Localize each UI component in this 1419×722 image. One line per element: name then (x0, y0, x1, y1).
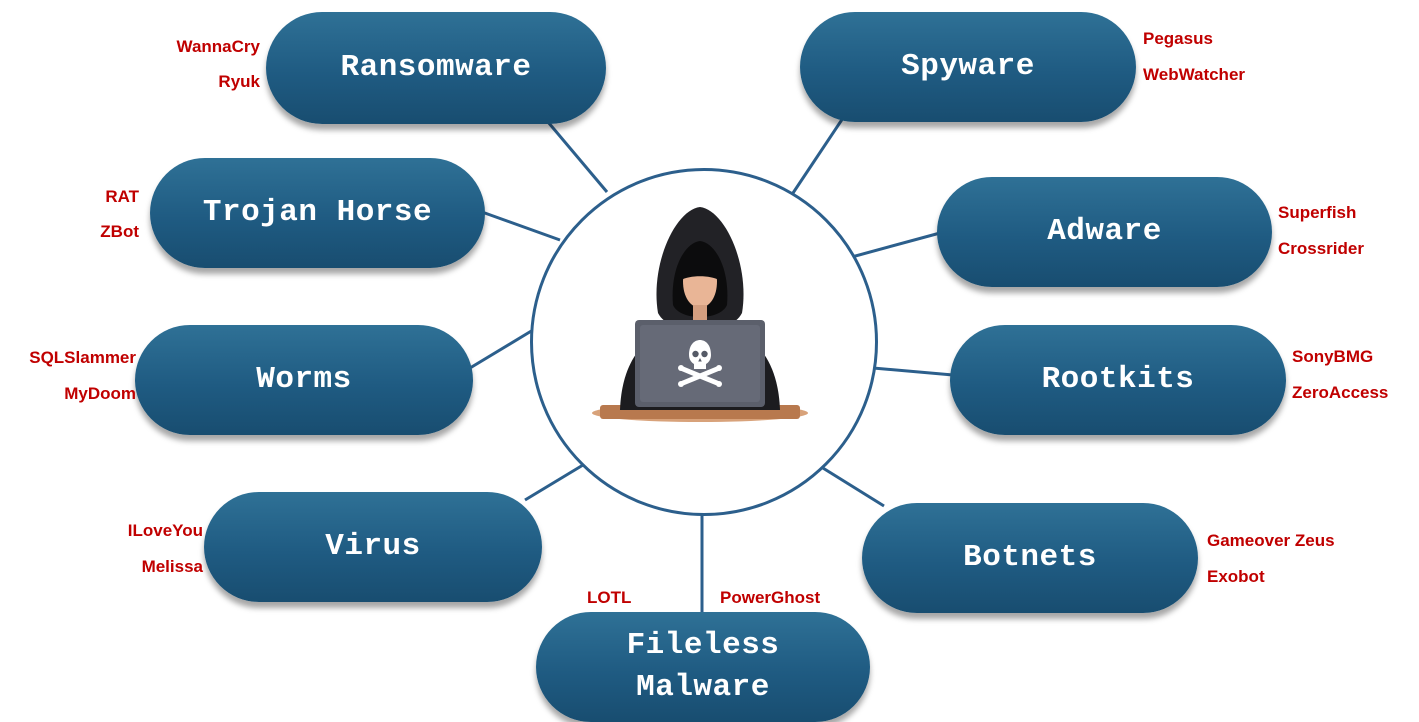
example-rat: RAT (105, 187, 139, 206)
node-label-worms: Worms (256, 362, 352, 398)
connector-trojan (481, 210, 561, 242)
node-ransomware: Ransomware (266, 12, 606, 124)
node-label-spyware: Spyware (901, 49, 1035, 85)
example-sqlslammer: SQLSlammer (29, 348, 136, 367)
node-label-adware: Adware (1047, 214, 1162, 250)
node-worms: Worms (135, 325, 473, 435)
example-melissa: Melissa (141, 557, 203, 576)
node-label-rootkits: Rootkits (1041, 362, 1195, 398)
node-label-ransomware: Ransomware (340, 50, 532, 86)
node-label-fileless-line2: Malware (636, 670, 770, 705)
example-zeroaccess: ZeroAccess (1292, 383, 1389, 402)
node-spyware: Spyware (800, 12, 1136, 122)
example-mydoom: MyDoom (64, 384, 136, 403)
connector-worms (469, 328, 534, 370)
node-rootkits: Rootkits (950, 325, 1286, 435)
node-botnets: Botnets (862, 503, 1198, 613)
example-powerghost: PowerGhost (720, 588, 821, 607)
example-exobot: Exobot (1207, 567, 1265, 586)
example-crossrider: Crossrider (1278, 239, 1364, 258)
node-label-virus: Virus (325, 529, 421, 565)
node-label-fileless-line1: Fileless (626, 628, 780, 664)
example-webwatcher: WebWatcher (1143, 65, 1246, 84)
connector-spyware (791, 117, 845, 194)
node-virus: Virus (204, 492, 542, 602)
example-lotl: LOTL (587, 588, 632, 607)
hacker-icon (592, 207, 808, 422)
example-zbot: ZBot (100, 222, 139, 241)
node-label-trojan-horse: Trojan Horse (202, 195, 433, 231)
node-fileless-malware: Fileless Malware (536, 612, 870, 722)
example-iloveyou: ILoveYou (127, 521, 203, 540)
connector-adware (847, 231, 941, 260)
example-pegasus: Pegasus (1143, 29, 1213, 48)
node-trojan-horse: Trojan Horse (150, 158, 485, 268)
node-adware: Adware (937, 177, 1272, 287)
connector-ransomware (546, 121, 609, 193)
connector-virus (524, 460, 589, 502)
example-wannacry: WannaCry (176, 37, 260, 56)
node-label-botnets: Botnets (963, 540, 1097, 576)
example-gameover-zeus: Gameover Zeus (1207, 531, 1335, 550)
connector-rootkits (872, 366, 954, 377)
example-sonybmg: SonyBMG (1292, 347, 1374, 366)
example-superfish: Superfish (1278, 203, 1357, 222)
example-ryuk: Ryuk (218, 72, 260, 91)
